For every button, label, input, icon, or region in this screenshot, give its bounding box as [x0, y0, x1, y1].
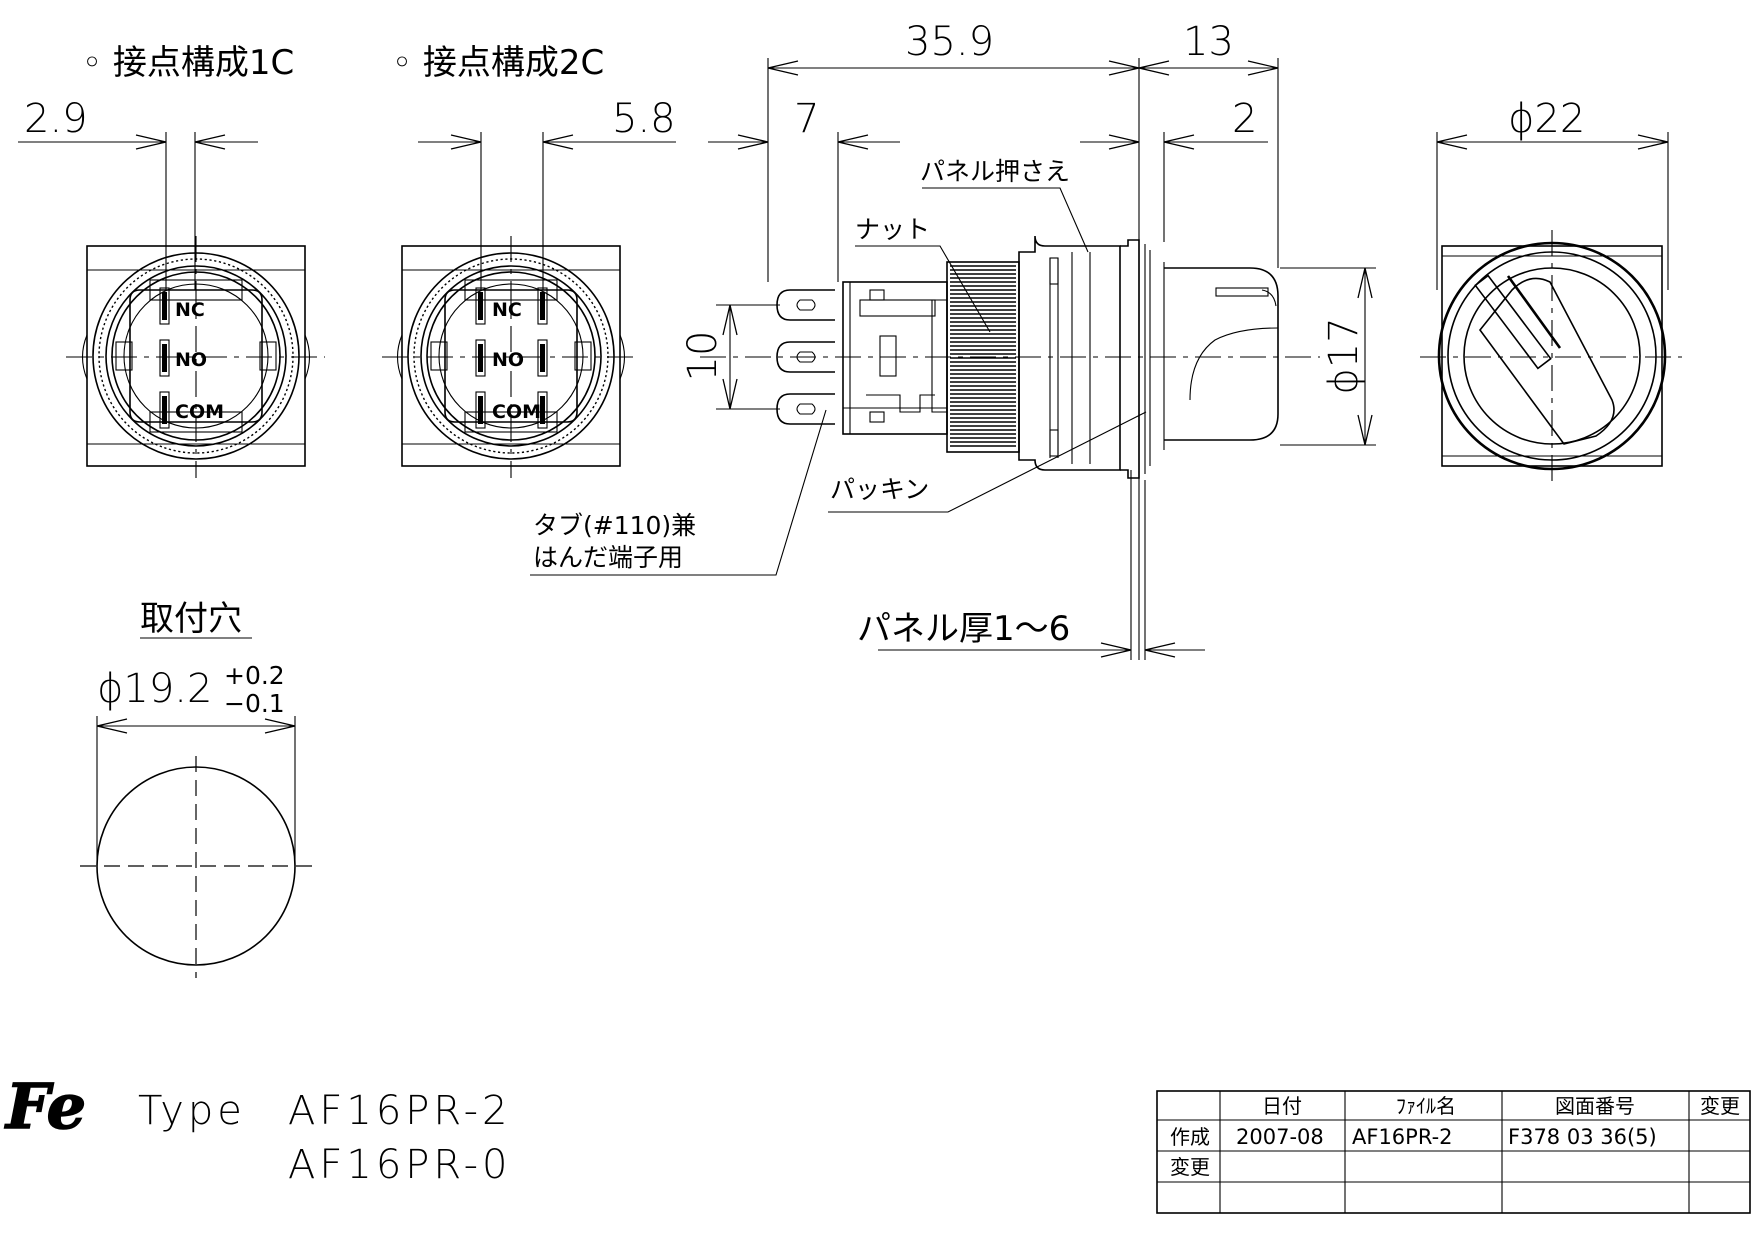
dim-phi17: ϕ17: [1321, 317, 1367, 394]
title-block: 日付 ﾌｧｲﾙ名 図面番号 変更 作成 2007-08 AF16PR-2 F37…: [1156, 1090, 1751, 1214]
tb-row1-date: 2007-08: [1236, 1125, 1324, 1149]
callout-tab-line1: タブ(#110)兼: [533, 511, 696, 540]
terminal-com-label-2c: COM: [492, 401, 541, 423]
dim-phi22: ϕ22: [1508, 96, 1585, 142]
type-prefix: Type: [138, 1088, 246, 1134]
callout-panel-thickness: パネル厚1～6: [857, 609, 1070, 649]
hole-tol-plus: +0.2: [224, 661, 285, 690]
mounting-hole-view: 取付穴 ϕ19.2 +0.2 −0.1: [80, 599, 312, 978]
type-model-1: AF16PR-2: [288, 1088, 511, 1134]
callout-panel-retainer: パネル押さえ: [920, 157, 1070, 186]
dim-5-8: 5.8: [612, 96, 676, 142]
terminal-no-label: NO: [175, 349, 207, 371]
type-model-2: AF16PR-0: [288, 1142, 511, 1188]
dim-2-9: 2.9: [24, 96, 88, 142]
side-view: 35.9 13 7 2 10: [530, 19, 1376, 660]
tb-row1-label: 作成: [1170, 1125, 1210, 1149]
callout-packing: パッキン: [830, 475, 929, 504]
type-block: Fe Type AF16PR-2 AF16PR-0: [3, 1069, 511, 1188]
terminal-no-label-2c: NO: [492, 349, 524, 371]
mounting-hole-label: 取付穴: [140, 599, 242, 639]
tb-header-drawing-no: 図面番号: [1555, 1094, 1635, 1118]
tb-row2-label: 変更: [1170, 1155, 1210, 1179]
rear-view-1c: ◦ 接点構成1C 2.9 NC N: [18, 43, 325, 478]
tb-row1-filename: AF16PR-2: [1352, 1125, 1453, 1149]
dim-10: 10: [680, 331, 726, 382]
tb-header-change: 変更: [1700, 1094, 1740, 1118]
tb-row1-drawing-no: F378 03 36(5): [1508, 1125, 1657, 1149]
hole-diameter: ϕ19.2: [97, 666, 212, 712]
rear-view-2c: ◦ 接点構成2C 5.8: [382, 43, 676, 478]
callout-tab-line2: はんだ端子用: [533, 543, 683, 572]
contact-2c-label: ◦ 接点構成2C: [392, 43, 604, 83]
terminal-nc-label-2c: NC: [492, 299, 522, 321]
dim-13: 13: [1183, 19, 1234, 65]
hole-tol-minus: −0.1: [224, 689, 285, 718]
tb-header-filename: ﾌｧｲﾙ名: [1396, 1094, 1456, 1118]
front-view: ϕ22: [1420, 96, 1682, 484]
dim-7: 7: [794, 96, 819, 142]
callout-nut: ナット: [855, 215, 930, 244]
terminal-com-label: COM: [175, 401, 224, 423]
dim-35-9: 35.9: [905, 19, 994, 65]
terminal-nc-label: NC: [175, 299, 205, 321]
contact-1c-label: ◦ 接点構成1C: [82, 43, 294, 83]
tb-header-date: 日付: [1262, 1094, 1302, 1118]
nut-step: [931, 299, 947, 413]
dim-2: 2: [1232, 96, 1257, 142]
nut-knurl: [931, 265, 1016, 447]
fe-logo: Fe: [4, 1070, 86, 1143]
